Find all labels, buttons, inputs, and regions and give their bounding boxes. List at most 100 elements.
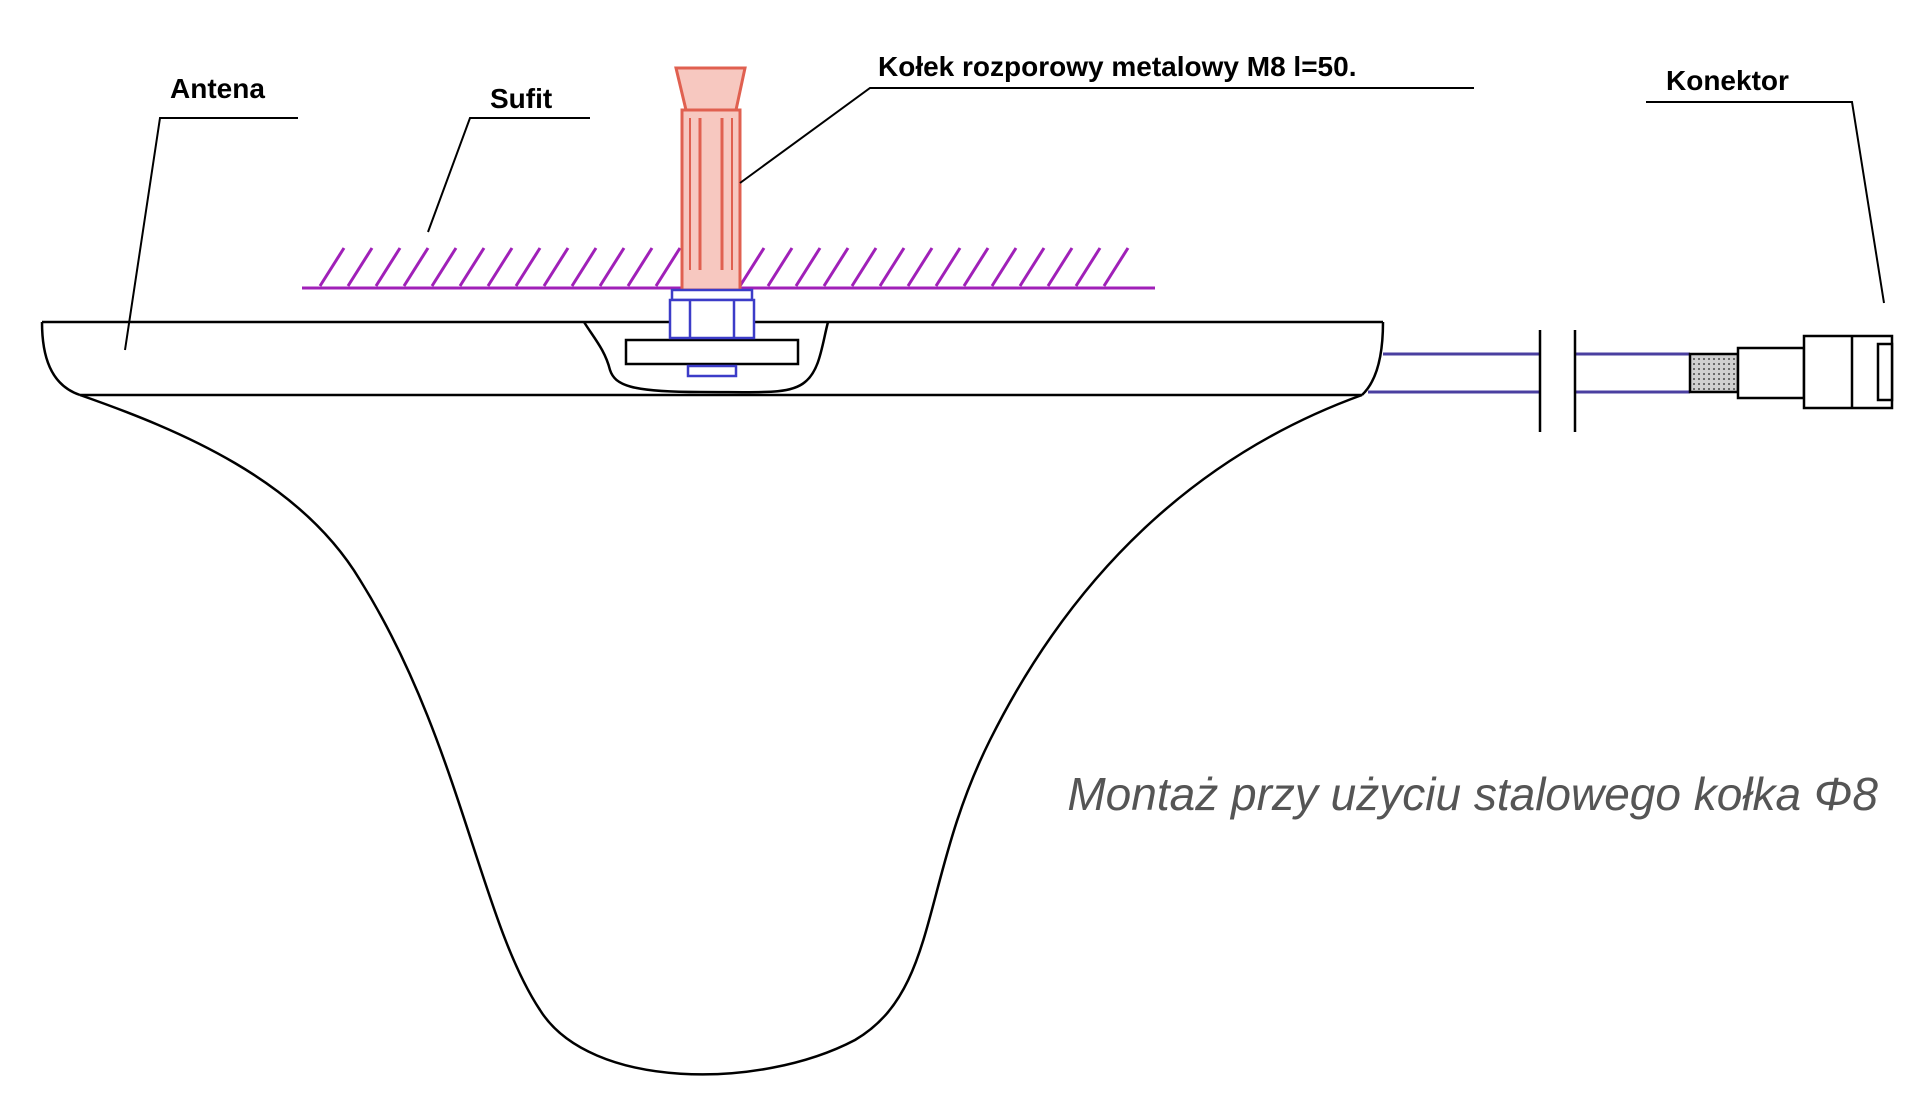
washer [670,288,754,302]
label-antenna: Antena [170,73,265,104]
connector-grip-texture [1693,358,1735,390]
grip-dot [1698,358,1700,360]
hatch-mark [1074,247,1102,287]
grip-dot [1718,378,1720,380]
grip-dot [1698,363,1700,365]
hatch-mark [990,247,1018,287]
grip-dot [1718,383,1720,385]
hatch-mark [934,247,962,287]
hatch-mark [794,247,822,287]
grip-dot [1723,368,1725,370]
hatch-mark [346,247,374,287]
hatch-mark [878,247,906,287]
grip-dot [1728,358,1730,360]
grip-dot [1733,363,1735,365]
grip-dot [1718,373,1720,375]
grip-dot [1713,378,1715,380]
grip-dot [1708,368,1710,370]
hatch-mark [1102,247,1130,287]
grip-dot [1698,383,1700,385]
hatch-mark [598,247,626,287]
grip-dot [1733,378,1735,380]
hatch-mark [626,247,654,287]
mounting-plate [624,338,800,366]
nut [668,298,756,340]
grip-dot [1693,378,1695,380]
hatch-mark [654,247,682,287]
grip-dot [1703,388,1705,390]
caption: Montaż przy użyciu stalowego kołka Φ8 [1067,768,1878,820]
grip-dot [1708,383,1710,385]
leader-antenna [124,117,298,351]
expansion-anchor [674,66,747,292]
grip-dot [1703,368,1705,370]
grip-dot [1693,383,1695,385]
grip-dot [1708,373,1710,375]
hatch-mark [850,247,878,287]
grip-dot [1728,383,1730,385]
grip-dot [1733,368,1735,370]
hatch-mark [1046,247,1074,287]
antenna-dome [79,393,1363,1076]
antenna-body [40,320,1385,1076]
grip-dot [1728,363,1730,365]
grip-dot [1693,373,1695,375]
grip-dot [1723,358,1725,360]
hatch-mark [514,247,542,287]
grip-dot [1728,388,1730,390]
ceiling-hatching [318,247,1130,287]
leader-ceiling [427,117,590,233]
grip-dot [1713,358,1715,360]
grip-dot [1703,363,1705,365]
hatch-mark [962,247,990,287]
grip-dot [1723,373,1725,375]
grip-dot [1693,368,1695,370]
bolt-end [686,364,738,378]
grip-dot [1703,383,1705,385]
grip-dot [1708,378,1710,380]
connector [1688,334,1894,410]
grip-dot [1713,388,1715,390]
nut-assembly [668,288,756,378]
grip-dot [1713,373,1715,375]
grip-dot [1703,358,1705,360]
grip-dot [1703,373,1705,375]
grip-dot [1698,378,1700,380]
ceiling [302,247,1155,290]
hatch-mark [738,247,766,287]
grip-dot [1713,363,1715,365]
grip-dot [1693,358,1695,360]
hatch-mark [570,247,598,287]
grip-dot [1728,378,1730,380]
grip-dot [1708,388,1710,390]
anchor-cone [674,66,747,112]
grip-dot [1728,373,1730,375]
hatch-mark [318,247,346,287]
label-anchor: Kołek rozporowy metalowy M8 l=50. [878,51,1356,82]
hatch-mark [486,247,514,287]
leader-anchor [739,87,1474,184]
leader-connector [1646,101,1885,304]
grip-dot [1723,378,1725,380]
hatch-mark [374,247,402,287]
grip-dot [1713,368,1715,370]
grip-dot [1733,388,1735,390]
hatch-mark [906,247,934,287]
grip-dot [1708,358,1710,360]
grip-dot [1718,368,1720,370]
grip-dot [1698,368,1700,370]
hatch-mark [822,247,850,287]
grip-dot [1718,363,1720,365]
grip-dot [1728,368,1730,370]
label-connector: Konektor [1666,65,1789,96]
mounting-recess [582,321,830,394]
grip-dot [1733,383,1735,385]
hatch-mark [430,247,458,287]
label-ceiling: Sufit [490,83,552,114]
grip-dot [1733,358,1735,360]
grip-dot [1723,363,1725,365]
hatch-mark [1018,247,1046,287]
grip-dot [1693,388,1695,390]
grip-dot [1698,388,1700,390]
grip-dot [1703,378,1705,380]
